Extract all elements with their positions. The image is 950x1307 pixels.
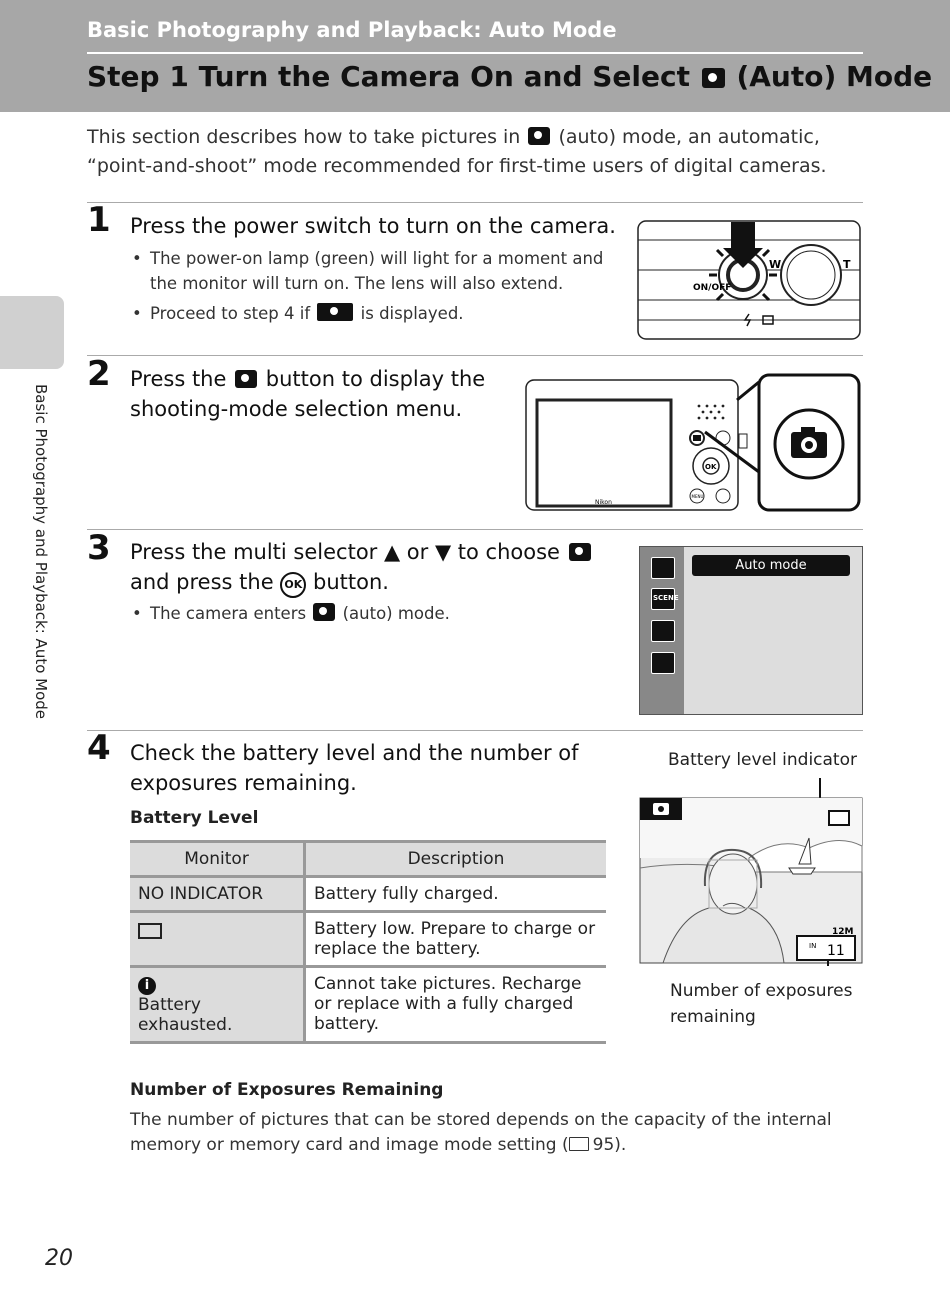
step-bullet: The power-on lamp (green) will light for…: [130, 246, 620, 296]
exposures-caption: Number of exposures remaining: [670, 981, 853, 1027]
monitor-cell: NO INDICATOR: [130, 875, 306, 912]
auto-mode-menu-label: Auto mode: [692, 555, 850, 576]
auto-mode-icon: [701, 68, 725, 88]
onoff-label: ON/OFF: [693, 283, 731, 293]
page-title-start: Step 1 Turn the Camera On and Select: [87, 60, 690, 93]
brand-label: Nikon: [595, 499, 612, 506]
scene-icon-label: SCENE: [653, 594, 679, 602]
step-title: Press the multi selector ▲ or ▼ to choos…: [130, 537, 620, 598]
step-number: 4: [87, 728, 111, 768]
step-title: Check the battery level and the number o…: [130, 741, 579, 795]
table-row: NO INDICATOR Battery fully charged.: [130, 875, 606, 912]
step-number: 2: [87, 354, 111, 394]
info-icon: i: [138, 977, 156, 995]
smile-icon: [651, 620, 675, 642]
camera-top-illustration: ON/OFF W T: [637, 220, 861, 340]
page-title: Step 1 Turn the Camera On and Select (Au…: [87, 60, 932, 93]
ok-button-label: OK: [705, 463, 717, 471]
internal-memory-label: IN: [809, 942, 816, 950]
menu-icon-strip: SCENE: [640, 547, 684, 714]
divider: [87, 730, 863, 731]
shooting-mode-button-icon: [235, 370, 258, 388]
step-title-start: Press the: [130, 367, 227, 391]
step-number: 3: [87, 528, 111, 568]
intro-text-end: (auto) mode, an automatic, “point-and-sh…: [87, 126, 827, 177]
step-title: Press the power switch to turn on the ca…: [130, 214, 616, 238]
step-bullet: Proceed to step 4 if is displayed.: [130, 301, 620, 326]
step-number: 1: [87, 200, 111, 240]
shooting-mode-menu-screen: SCENE Auto mode: [639, 546, 863, 715]
movie-icon: [651, 652, 675, 674]
step-title-end: button.: [313, 570, 389, 594]
description-cell: Battery low. Prepare to charge or replac…: [304, 910, 606, 967]
camera-back-illustration: Nikon OK MENU: [525, 373, 861, 512]
column-header: Description: [304, 840, 606, 877]
table-header-row: Monitor Description: [130, 840, 606, 877]
page-title-end: (Auto) Mode: [736, 60, 933, 93]
exposures-paragraph: The number of pictures that can be store…: [130, 1108, 850, 1158]
step-title-start: Press the multi selector ▲ or ▼ to choos…: [130, 540, 560, 564]
section-heading: Basic Photography and Playback: Auto Mod…: [87, 18, 617, 42]
battery-level-table: Monitor Description NO INDICATOR Battery…: [130, 840, 606, 1044]
page-number: 20: [45, 1246, 73, 1271]
image-size-icon: 12M: [832, 927, 854, 937]
intro-text-start: This section describes how to take pictu…: [87, 126, 521, 148]
monitor-text: Battery exhausted.: [138, 995, 233, 1035]
scene-icon: SCENE: [651, 588, 679, 610]
exposures-remaining-counter: 11: [827, 943, 845, 959]
auto-mode-icon: [313, 603, 336, 621]
auto-mode-icon: [317, 303, 354, 321]
exposures-heading: Number of Exposures Remaining: [130, 1080, 444, 1100]
intro-paragraph: This section describes how to take pictu…: [87, 123, 847, 181]
auto-mode-icon: [528, 127, 551, 145]
book-reference-icon: [568, 1137, 589, 1151]
page-header: Basic Photography and Playback: Auto Mod…: [0, 0, 950, 112]
exposures-text: The number of pictures that can be store…: [130, 1110, 832, 1155]
bullet-text-end: is displayed.: [360, 304, 464, 323]
wide-label: W: [769, 258, 781, 271]
camera-icon: [651, 557, 675, 579]
description-cell: Cannot take pictures. Recharge or replac…: [304, 965, 606, 1044]
divider: [87, 529, 863, 530]
description-cell: Battery fully charged.: [304, 875, 606, 912]
bullet-text-end: (auto) mode.: [342, 604, 450, 623]
chapter-tab-label: Basic Photography and Playback: Auto Mod…: [32, 384, 50, 720]
bullet-text-start: Proceed to step 4 if: [150, 304, 311, 323]
ok-button-icon: OK: [280, 572, 307, 598]
column-header: Monitor: [130, 840, 306, 877]
table-row: Battery low. Prepare to charge or replac…: [130, 910, 606, 967]
bullet-text-start: The camera enters: [150, 604, 307, 623]
auto-mode-icon: [568, 543, 591, 561]
step-title-end: button to display the shooting-mode sele…: [130, 367, 486, 421]
step-title-middle: and press the: [130, 570, 274, 594]
step-bullet: The camera enters (auto) mode.: [130, 601, 620, 626]
menu-button-label: MENU: [692, 494, 704, 499]
header-divider: [87, 52, 863, 54]
tele-label: T: [843, 258, 851, 271]
battery-level-heading: Battery Level: [130, 808, 259, 828]
battery-indicator-caption: Battery level indicator: [668, 750, 857, 770]
battery-low-icon: [138, 923, 162, 939]
page-reference: 95).: [592, 1135, 627, 1155]
divider: [87, 202, 863, 203]
step-title: Press the button to display the shooting…: [130, 364, 510, 424]
monitor-screen-illustration: 12M IN 11: [639, 778, 863, 966]
monitor-cell: [130, 910, 306, 967]
divider: [87, 355, 863, 356]
chapter-tab: [0, 296, 64, 369]
